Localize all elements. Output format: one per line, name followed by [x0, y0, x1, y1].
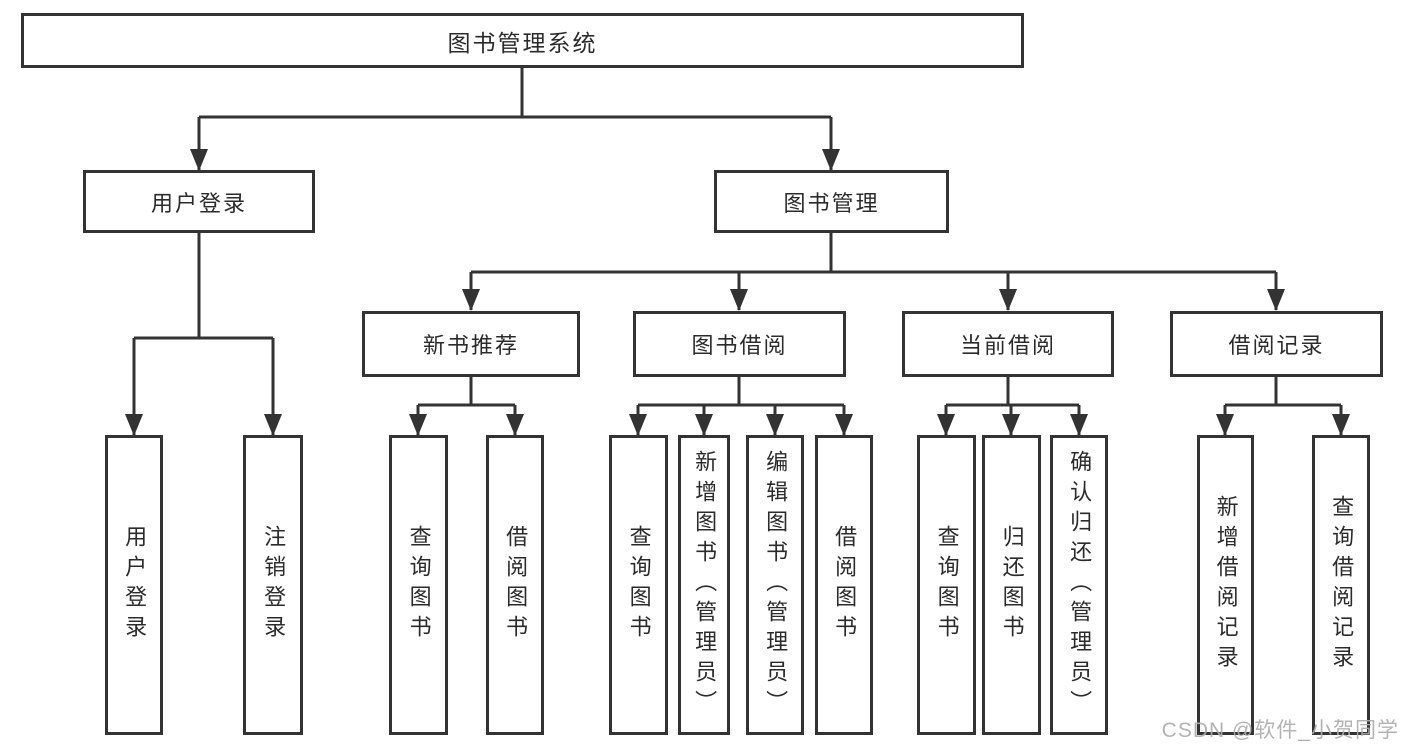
node-library-system: 图书管理系统	[21, 13, 1024, 68]
node-label: 图书管理系统	[447, 29, 598, 56]
node-label: 查询借阅记录	[1329, 495, 1355, 675]
leaf-borrow-books: 借阅图书	[815, 435, 873, 735]
leaf-add-books-admin: 新增图书（管理员）	[678, 435, 730, 735]
leaf-logout: 注销登录	[243, 435, 303, 735]
node-label: 新书推荐	[422, 333, 519, 358]
node-label: 确认归还（管理员）	[1067, 450, 1093, 720]
leaf-query-books-borrow: 查询图书	[609, 435, 668, 735]
watermark: CSDN @软件_小贺同学	[1161, 719, 1399, 742]
node-label: 查询图书	[626, 525, 652, 645]
node-label: 查询图书	[406, 525, 432, 645]
node-book-borrow: 图书借阅	[633, 311, 846, 377]
node-label: 用户登录	[122, 525, 148, 645]
node-book-management: 图书管理	[714, 170, 949, 233]
leaf-query-books-recommend: 查询图书	[389, 435, 448, 735]
node-current-borrow: 当前借阅	[902, 311, 1114, 377]
node-label: 归还图书	[999, 525, 1025, 645]
leaf-query-borrow-record: 查询借阅记录	[1312, 435, 1370, 735]
node-user-login: 用户登录	[83, 170, 315, 233]
leaf-add-borrow-record: 新增借阅记录	[1197, 435, 1254, 735]
node-label: 借阅图书	[832, 525, 858, 645]
leaf-edit-books-admin: 编辑图书（管理员）	[746, 435, 804, 735]
leaf-borrow-books-recommend: 借阅图书	[486, 435, 544, 735]
node-label: 编辑图书（管理员）	[763, 450, 789, 720]
node-label: 新增图书（管理员）	[692, 450, 718, 720]
node-label: 图书借阅	[691, 333, 788, 358]
node-label: 借阅记录	[1228, 333, 1325, 358]
node-new-book-recommend: 新书推荐	[362, 311, 580, 377]
leaf-return-books: 归还图书	[982, 435, 1041, 735]
node-label: 用户登录	[150, 190, 247, 216]
node-label: 图书管理	[783, 190, 880, 216]
node-label: 注销登录	[261, 525, 287, 645]
node-borrow-records: 借阅记录	[1170, 311, 1383, 377]
node-label: 借阅图书	[503, 525, 529, 645]
leaf-query-books-current: 查询图书	[917, 435, 976, 735]
node-label: 当前借阅	[959, 333, 1056, 358]
leaf-user-login: 用户登录	[105, 435, 163, 735]
node-label: 新增借阅记录	[1213, 495, 1239, 675]
leaf-confirm-return-admin: 确认归还（管理员）	[1050, 435, 1108, 735]
node-label: 查询图书	[934, 525, 960, 645]
